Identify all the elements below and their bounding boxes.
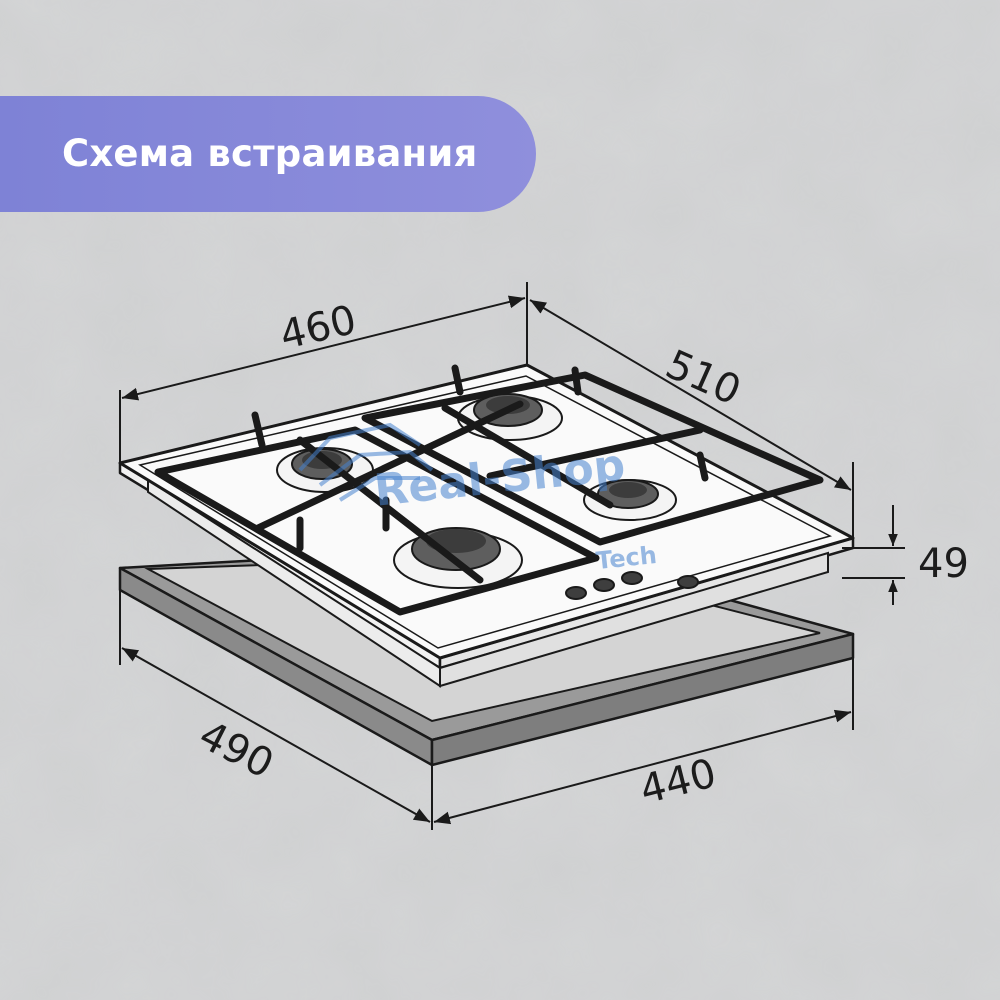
dim-line-49: [842, 505, 905, 605]
control-knobs: [565, 571, 699, 600]
title-banner: [0, 96, 536, 212]
dim-line-460: [119, 282, 528, 470]
dim-line-440: [433, 658, 854, 825]
dim-line-490: [119, 590, 433, 830]
gas-hob: [118, 363, 855, 688]
banner-title: Схема встраивания: [62, 132, 478, 175]
dim-label-49: 49: [918, 541, 969, 587]
dim-line-510: [529, 299, 854, 538]
watermark-logo: [298, 422, 434, 502]
